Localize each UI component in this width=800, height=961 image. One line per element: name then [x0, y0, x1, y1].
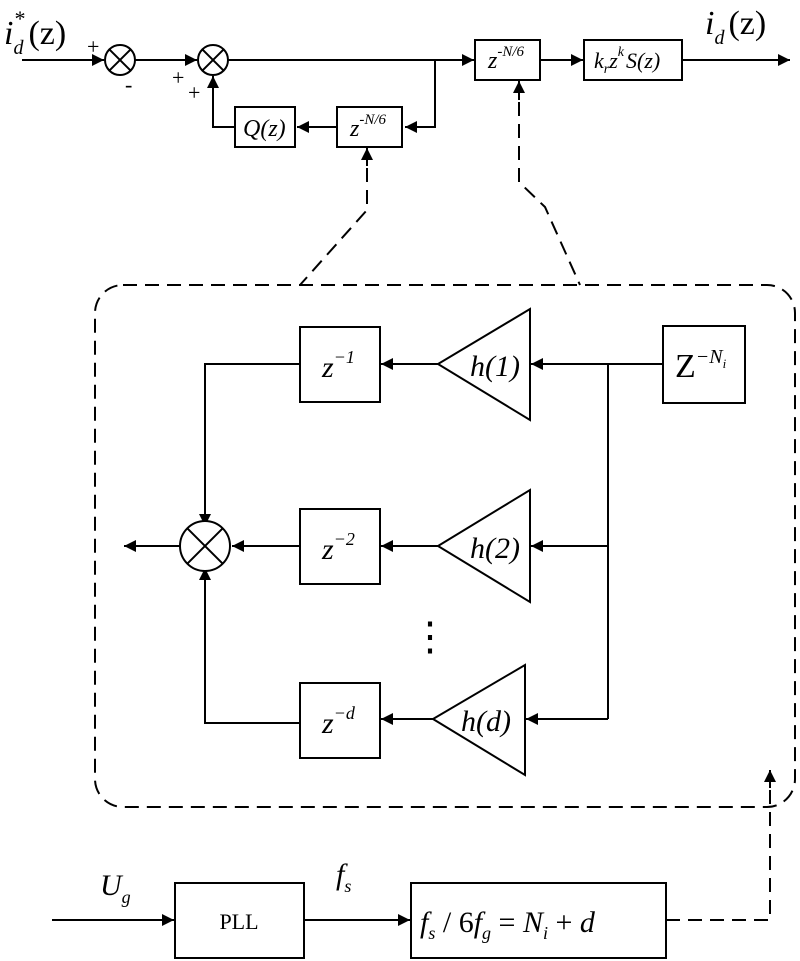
- q-block-label: Q(z): [243, 116, 286, 142]
- delay-1-label: z−1: [321, 347, 355, 384]
- source-label: Z−Ni: [675, 346, 727, 385]
- top-loop: id*(z) + - + + z-N/6: [4, 5, 790, 166]
- gain-label: krzkS(z): [594, 45, 660, 77]
- ellipsis-dots: ⋮: [410, 614, 450, 659]
- delay-block-d: [299, 682, 381, 759]
- sum-junction-2: [197, 44, 229, 76]
- pll-input-label: Ug: [100, 869, 131, 907]
- source-block: [662, 325, 746, 404]
- delayd-to-sum-line: [199, 568, 300, 724]
- sum1-minus-sign: -: [125, 72, 132, 97]
- formula-label: fs / 6fg = Ni + d: [420, 906, 596, 943]
- sum2-plus-sign-b: +: [188, 80, 200, 105]
- delay-d-label: z−d: [321, 703, 356, 740]
- q-block: [234, 106, 296, 148]
- detail-sum-junction: [179, 520, 231, 572]
- feedback-delay-block: [336, 106, 403, 148]
- sum2-plus-sign-a: +: [172, 65, 184, 90]
- pll-block: [174, 882, 305, 959]
- forward-delay-label: z-N/6: [487, 44, 525, 74]
- pll-mid-label: fs: [336, 858, 351, 896]
- gain-d-label: h(d): [461, 705, 511, 738]
- formula-block: [410, 882, 667, 959]
- pll-row: Ug PLL fs fs / 6fg = Ni + d: [52, 770, 776, 959]
- input-label: id*(z): [4, 6, 66, 59]
- formula-to-detail-dashed-line: [666, 785, 771, 921]
- feedback-delay-label: z-N/6: [349, 112, 387, 142]
- gain-block: [583, 39, 683, 81]
- gain-triangle-2: [436, 488, 531, 604]
- sum-junction-1: [104, 44, 136, 76]
- gain-triangle-1: [436, 307, 531, 422]
- delay-block-2: [299, 508, 381, 585]
- delay1-to-sum-line: [199, 363, 300, 526]
- sum1-plus-sign: +: [87, 34, 99, 59]
- delay-block-1: [299, 326, 381, 403]
- gain-1-label: h(1): [470, 350, 520, 383]
- zoom-line-left: [299, 168, 368, 286]
- pll-block-label: PLL: [219, 909, 258, 934]
- feedback-tap-line: [405, 60, 436, 133]
- gain-triangle-d: [431, 663, 526, 777]
- detail-content: Z−Ni h(1) h(2) h(d) z−1 z−2 z−d: [124, 307, 746, 777]
- output-label: id(z): [705, 5, 766, 49]
- delay-2-label: z−2: [321, 529, 355, 566]
- q-to-sum2-line: [207, 76, 235, 128]
- gain-2-label: h(2): [470, 532, 520, 565]
- zoom-line-right: [518, 102, 581, 286]
- detail-box: [94, 284, 796, 808]
